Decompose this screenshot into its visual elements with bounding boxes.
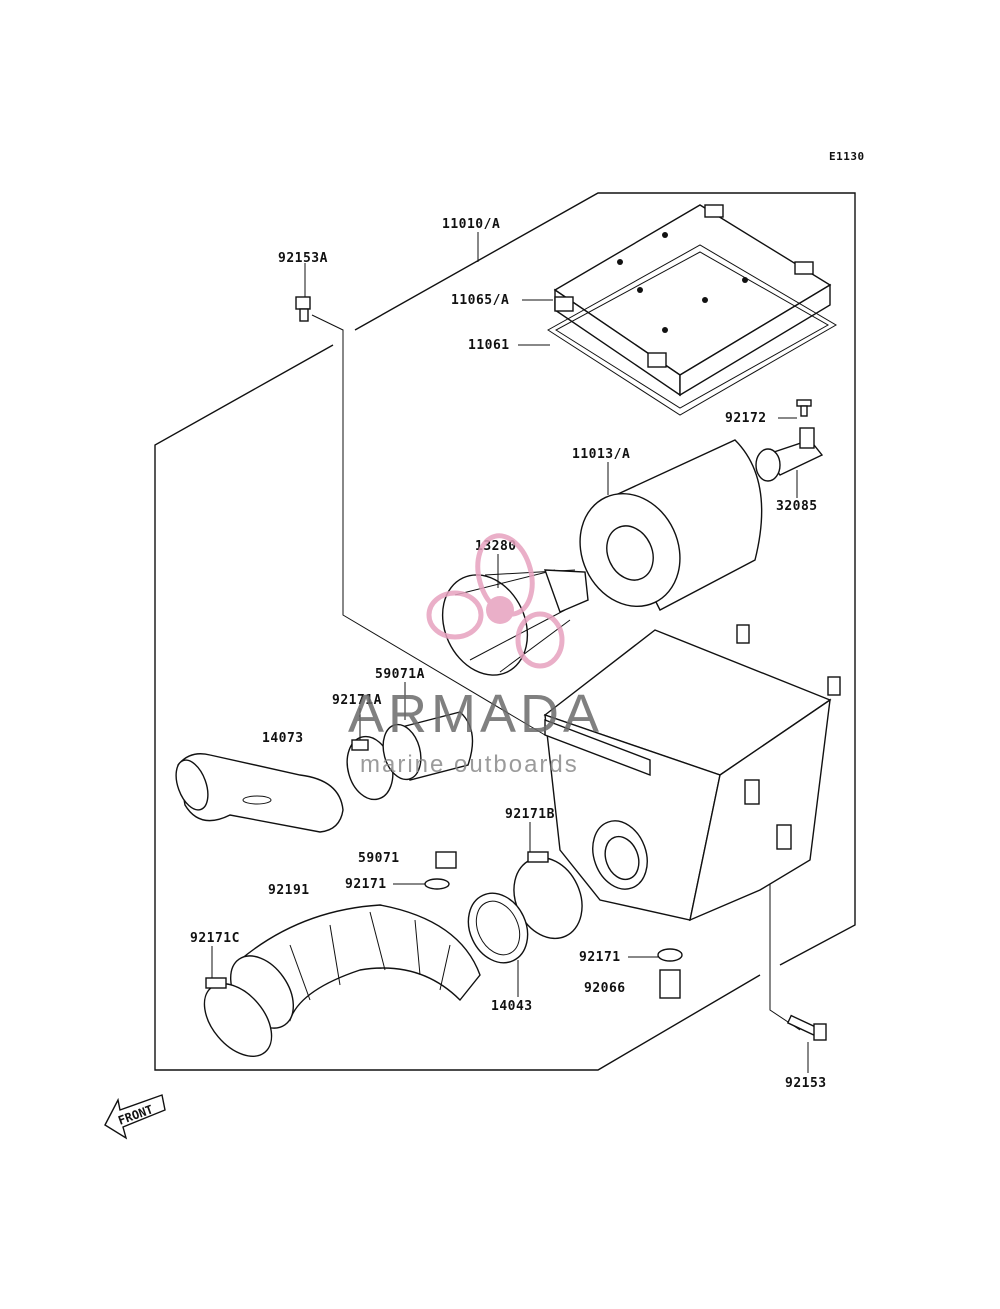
air-cleaner-housing <box>543 624 841 922</box>
part-label: 92171B <box>505 807 555 822</box>
part-labels: 11010/A 92153A 11065/A 11061 92172 11013… <box>190 217 827 1091</box>
intake-duct <box>175 753 344 833</box>
part-label: 11065/A <box>451 293 509 308</box>
clamp-92171C <box>203 977 273 1057</box>
gasket-inner <box>555 251 830 409</box>
part-label: 11061 <box>468 338 510 353</box>
connector-59071A <box>382 711 474 781</box>
part-label: 92191 <box>268 883 310 898</box>
gasket <box>547 244 837 416</box>
front-arrow-icon: FRONT <box>104 1094 166 1140</box>
part-label: 11013/A <box>572 447 630 462</box>
watermark: ARMADA marine outboards <box>348 533 603 778</box>
part-label: 11010/A <box>442 217 500 232</box>
diagram-code: E1130 <box>829 150 865 163</box>
bolt-92153 <box>786 1014 827 1041</box>
assembly-frame <box>154 192 856 1071</box>
air-cleaner-cover <box>553 204 832 397</box>
ring-14043 <box>467 892 529 964</box>
part-label: 14073 <box>262 731 304 746</box>
filter-element <box>579 439 763 611</box>
filter-cage <box>441 569 589 676</box>
part-label: 92171 <box>579 950 621 965</box>
screw-92172 <box>796 399 812 417</box>
clamp-92171A <box>346 735 394 801</box>
bolt-92153A <box>295 296 311 322</box>
part-label: 92172 <box>725 411 767 426</box>
part-label: 92171C <box>190 931 240 946</box>
part-label: 14043 <box>491 999 533 1014</box>
part-label: 59071 <box>358 851 400 866</box>
part-label: 92171 <box>345 877 387 892</box>
watermark-brand: ARMADA <box>348 684 603 744</box>
watermark-tagline: marine outboards <box>360 751 579 778</box>
watermark-logo-icon <box>426 533 565 669</box>
clip-92171 <box>424 878 450 890</box>
part-label: 92153A <box>278 251 328 266</box>
leader-line <box>311 314 546 736</box>
fitting-59071 <box>435 851 457 869</box>
cap-92066 <box>657 948 683 999</box>
part-label: 32085 <box>776 499 818 514</box>
part-label: 92153 <box>785 1076 827 1091</box>
label-leaders <box>211 232 809 1073</box>
part-label: 92171A <box>332 693 382 708</box>
bracket-32085 <box>755 427 824 482</box>
part-label: 92066 <box>584 981 626 996</box>
part-label: 59071A <box>375 667 425 682</box>
